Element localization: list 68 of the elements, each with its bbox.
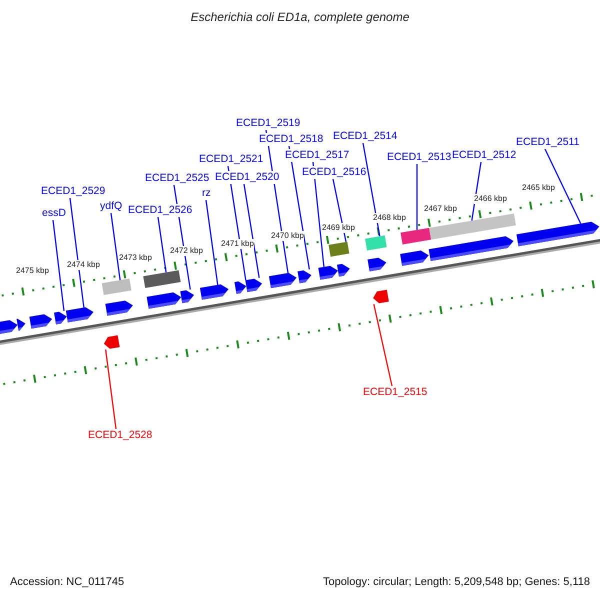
leader-line xyxy=(362,142,380,236)
feature-bar xyxy=(429,214,516,240)
leader-line xyxy=(373,304,393,386)
leader-line xyxy=(110,212,121,280)
leader-line xyxy=(69,198,84,308)
leader-line xyxy=(105,349,117,430)
position-label: 2469 kbp xyxy=(322,223,355,233)
title: Escherichia coli ED1a, complete genome xyxy=(190,10,410,25)
feature-bar xyxy=(102,278,132,296)
feature-bar xyxy=(400,228,432,245)
gene-label: ECED1_2529 xyxy=(41,185,106,198)
footer-text: Accession: NC_011745 xyxy=(10,575,124,589)
footer-text: Topology: circular; Length: 5,209,548 bp; Genes: 5,118 xyxy=(322,575,590,589)
gene-label: essD xyxy=(42,207,66,220)
gene-label: rz xyxy=(202,187,211,200)
gene-label: ECED1_2520 xyxy=(215,171,280,184)
gene-feature xyxy=(16,318,26,331)
gene-feature xyxy=(368,258,386,272)
feature-bar xyxy=(365,235,387,251)
leader-line xyxy=(205,200,218,285)
gene-feature xyxy=(104,335,120,349)
gene-feature xyxy=(298,270,312,284)
gene-label: ECED1_2528 xyxy=(88,429,152,442)
leader-line xyxy=(288,146,310,270)
leader-line xyxy=(416,164,418,230)
gene-feature xyxy=(180,290,194,304)
gene-label: ECED1_2517 xyxy=(285,149,350,162)
gene-label: ECED1_2514 xyxy=(333,130,398,143)
gene-feature xyxy=(373,290,389,304)
gene-label: ECED1_2511 xyxy=(516,136,580,149)
gene-feature xyxy=(337,264,350,277)
position-label: 2465 kbp xyxy=(522,183,555,193)
leader-line xyxy=(332,178,347,242)
gene-feature xyxy=(400,250,429,266)
gene-label: ECED1_2519 xyxy=(236,117,300,130)
feature-bar xyxy=(143,270,181,288)
gene-label: ECED1_2516 xyxy=(302,166,366,179)
position-label: 2471 kbp xyxy=(221,239,254,249)
gene-feature xyxy=(516,222,600,246)
position-label: 2475 kbp xyxy=(16,266,49,276)
gene-label: ECED1_2515 xyxy=(363,386,428,399)
position-label: 2474 kbp xyxy=(67,260,100,270)
gene-feature xyxy=(318,266,338,280)
position-label: 2473 kbp xyxy=(119,253,152,263)
gene-feature xyxy=(245,278,262,292)
gene-label: ECED1_2525 xyxy=(145,172,210,185)
position-label: 2472 kbp xyxy=(170,246,203,256)
position-label: 2466 kbp xyxy=(474,194,507,204)
leader-line xyxy=(243,184,260,278)
position-label: 2467 kbp xyxy=(424,204,457,214)
gene-label: ECED1_2513 xyxy=(387,151,452,164)
gene-label: ECED1_2526 xyxy=(128,204,192,217)
gene-label: ydfQ xyxy=(100,200,122,213)
leader-line xyxy=(52,220,65,311)
gene-feature xyxy=(105,300,133,316)
leader-line xyxy=(544,148,582,224)
gene-label: ECED1_2518 xyxy=(259,133,324,146)
gene-label: ECED1_2521 xyxy=(199,153,264,166)
gene-label: ECED1_2512 xyxy=(452,149,516,162)
gene-feature xyxy=(234,281,246,294)
leader-line xyxy=(312,162,324,267)
leader-line xyxy=(157,216,167,272)
gene-feature xyxy=(54,312,67,324)
feature-bar xyxy=(328,242,350,257)
position-label: 2470 kbp xyxy=(271,231,304,241)
position-label: 2468 kbp xyxy=(373,213,406,223)
gene-feature xyxy=(428,236,514,262)
gene-feature xyxy=(200,284,229,300)
